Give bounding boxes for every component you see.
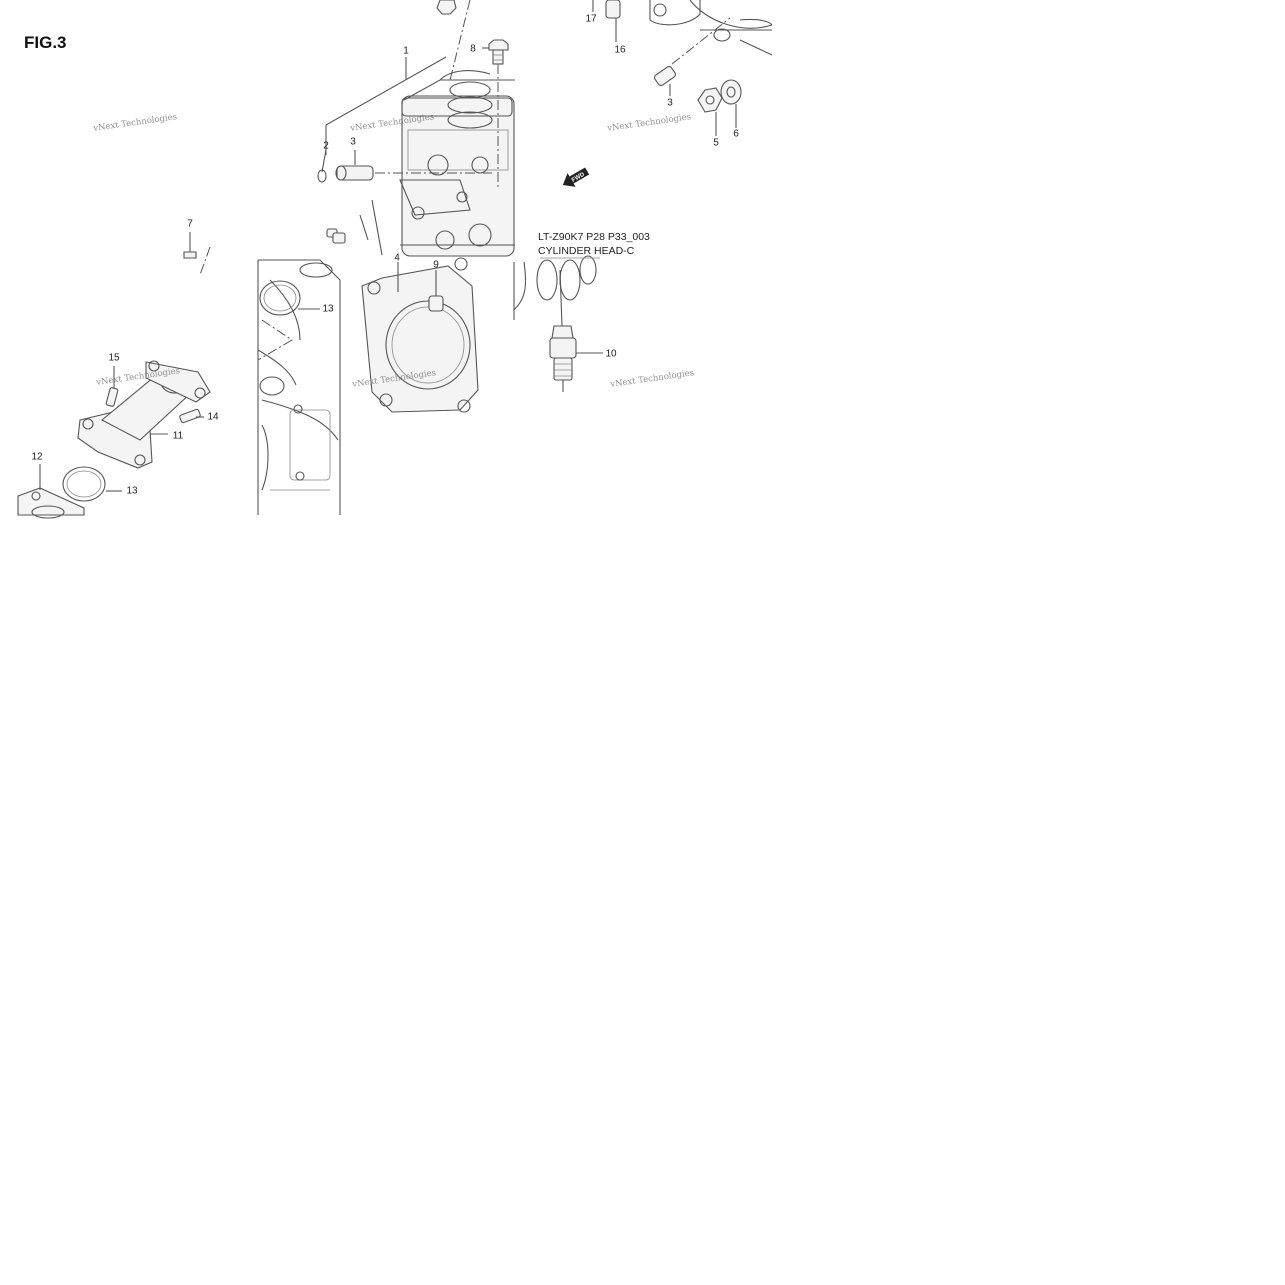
valve-cover-part [605, 0, 773, 56]
manifold-part [17, 487, 85, 519]
spark-plug-part [549, 269, 577, 392]
cylinder-part [257, 259, 341, 515]
callout-12: 12 [31, 451, 43, 463]
callout-2: 2 [323, 140, 329, 152]
callout-5: 5 [713, 137, 719, 149]
callout-leaders [39, 0, 737, 492]
washer-part [720, 79, 742, 105]
figure-title: FIG.3 [24, 33, 67, 52]
callout-8: 8 [470, 43, 476, 55]
stud-bolt-part [326, 228, 346, 244]
cylinder-head-part [359, 70, 515, 257]
figure-name: CYLINDER HEAD-C [538, 245, 635, 257]
callout-11: 11 [172, 430, 184, 442]
intake-pipe-part [77, 360, 211, 469]
callout-7: 7 [187, 218, 193, 230]
callout-9: 9 [433, 259, 439, 271]
callout-3: 3 [350, 136, 356, 148]
callout-17: 17 [585, 13, 597, 25]
top-nut-part [436, 0, 457, 15]
cylinder-fins-part [513, 255, 600, 320]
o-ring-part [259, 280, 301, 316]
valve-guide-right [653, 17, 731, 87]
callout-1: 1 [403, 45, 409, 57]
leader-brackets [199, 56, 447, 361]
bolt-part-7 [183, 232, 197, 259]
gasket-part [361, 257, 479, 413]
callout-3b: 3 [667, 97, 673, 109]
screw-part-15 [105, 387, 119, 407]
callout-10: 10 [605, 348, 617, 360]
callout-13: 13 [322, 303, 334, 315]
callout-16: 16 [614, 44, 626, 56]
screw-part-14 [179, 408, 201, 424]
o-ring-part-left [62, 466, 106, 502]
nut-part [697, 87, 723, 113]
callout-13b: 13 [126, 485, 138, 497]
bolt-part [449, 0, 509, 190]
callout-15: 15 [108, 352, 120, 364]
callout-14: 14 [207, 411, 219, 423]
callout-4: 4 [394, 252, 400, 264]
fwd-arrow-icon: FWD [562, 167, 590, 187]
callout-6: 6 [733, 128, 739, 140]
valve-guide-left [317, 165, 492, 183]
figure-code: LT-Z90K7 P28 P33_003 [538, 231, 650, 243]
dowel-pin-part [428, 295, 444, 312]
